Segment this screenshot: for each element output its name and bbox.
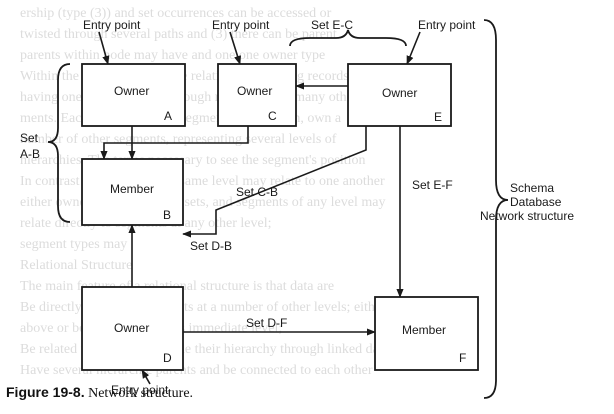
entry-point-label-d: Entry point <box>111 383 169 397</box>
set-cb-label: Set C-B <box>236 185 278 199</box>
owner-e-label: Owner <box>382 86 417 100</box>
schema-label-2: Database <box>510 195 562 209</box>
member-f-box <box>374 296 479 371</box>
owner-a-letter: A <box>164 109 172 123</box>
set-ec-label: Set E-C <box>311 18 353 32</box>
node-boxes <box>81 63 479 371</box>
entry-arrow-d <box>141 369 151 385</box>
diagram-text: Entry point Entry point Entry point Entr… <box>20 18 574 397</box>
set-df-label: Set D-F <box>246 316 287 330</box>
figure-caption: Figure 19-8. Network structure. <box>6 384 193 402</box>
owner-d-box <box>81 286 184 371</box>
member-b-box <box>81 158 184 226</box>
set-db-label: Set D-B <box>190 239 232 253</box>
schema-label-3: Network structure <box>480 209 574 223</box>
owner-a-box <box>81 63 186 127</box>
owner-a-label: Owner <box>114 84 149 98</box>
member-f-label: Member <box>402 323 446 337</box>
schema-label-1: Schema <box>510 181 554 195</box>
set-ab-label-2: A-B <box>20 147 40 161</box>
set-cb-arrow-1 <box>100 126 249 160</box>
owner-d-letter: D <box>163 351 172 365</box>
braces <box>47 19 509 399</box>
entry-point-label-c: Entry point <box>212 18 270 32</box>
connectors <box>98 31 421 385</box>
figure-title: Network structure. <box>88 386 194 401</box>
entry-arrow-c <box>229 31 242 65</box>
owner-c-label: Owner <box>237 84 272 98</box>
set-ec-brace <box>289 29 407 47</box>
entry-point-label-e: Entry point <box>418 18 476 32</box>
schema-brace <box>483 19 509 399</box>
owner-d-label: Owner <box>114 321 149 335</box>
owner-e-letter: E <box>434 110 442 124</box>
entry-arrow-e <box>406 31 421 65</box>
entry-arrow-a <box>98 31 110 65</box>
set-ab-label-1: Set <box>20 131 39 145</box>
set-ab-brace <box>47 63 71 223</box>
entry-point-label-a: Entry point <box>83 18 141 32</box>
set-cb-arrow-2 <box>182 126 367 238</box>
figure-number: Figure 19-8. <box>6 384 85 400</box>
member-b-letter: B <box>163 208 171 222</box>
owner-c-letter: C <box>268 109 277 123</box>
owner-c-box <box>217 63 297 127</box>
set-ef-label: Set E-F <box>412 178 453 192</box>
owner-e-box <box>347 63 452 127</box>
member-b-label: Member <box>110 182 154 196</box>
member-f-letter: F <box>459 351 466 365</box>
